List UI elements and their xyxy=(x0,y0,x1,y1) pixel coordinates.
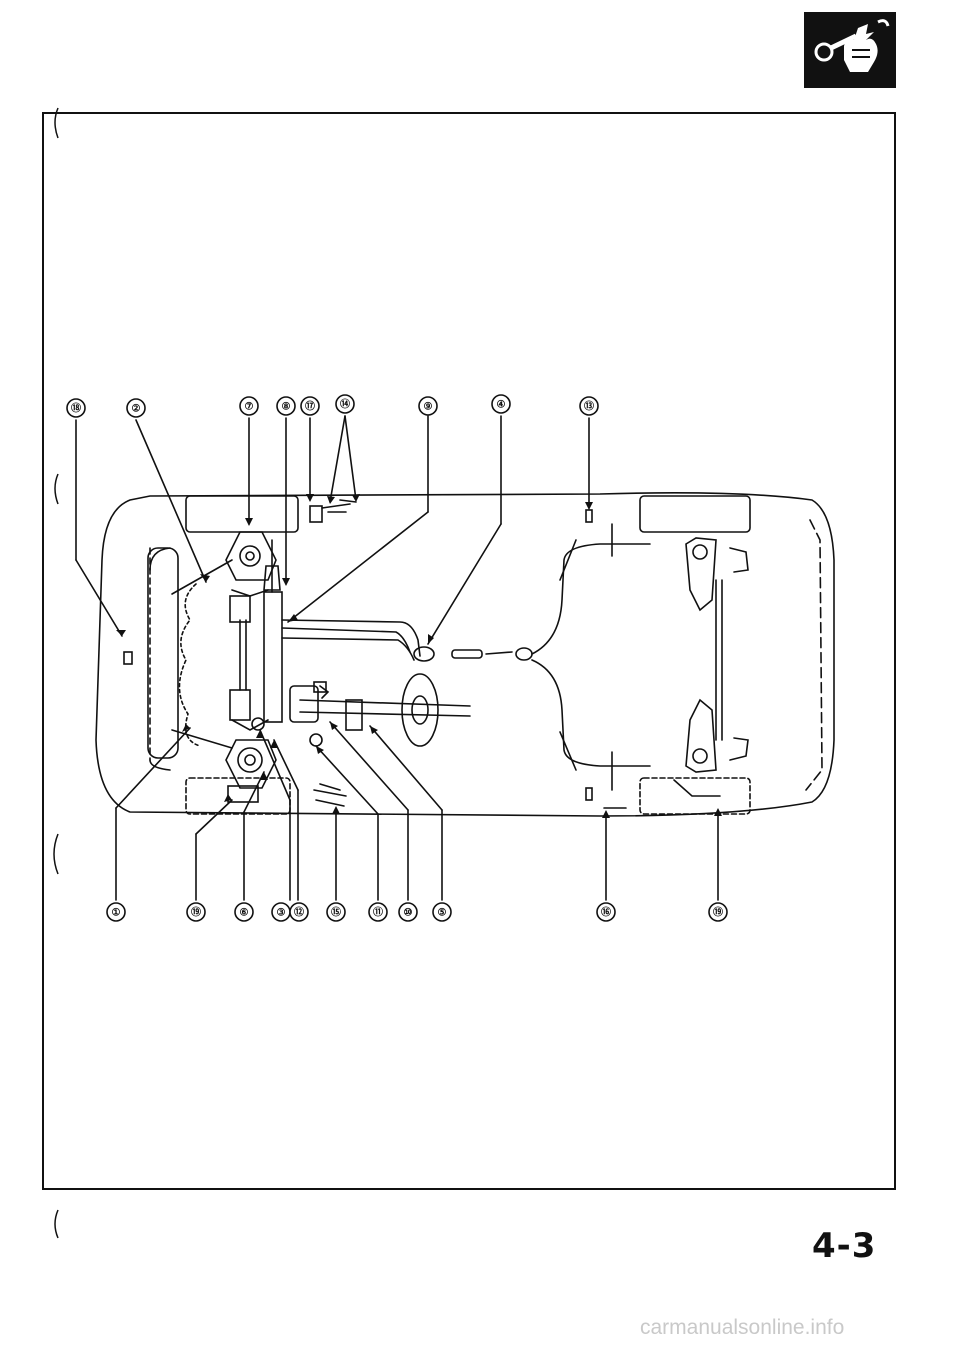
callout-9: ⑨ xyxy=(424,402,433,413)
front-left-wheel xyxy=(185,777,291,815)
callout-15: ⑮ xyxy=(331,906,341,919)
callout-18-top: ⑱ xyxy=(71,402,81,415)
watermark: carmanualsonline.info xyxy=(640,1316,845,1339)
rear-left-wheel xyxy=(639,777,751,815)
page-number: 4-3 xyxy=(812,1226,877,1266)
callout-3: ③ xyxy=(277,908,286,919)
callout-1: ① xyxy=(112,908,121,919)
callout-7: ⑦ xyxy=(245,402,254,413)
car-body-outline xyxy=(95,492,835,817)
page-frame xyxy=(42,112,896,1190)
callout-19-right: ⑲ xyxy=(713,906,723,919)
callout-14: ⑭ xyxy=(340,398,350,411)
callout-4: ④ xyxy=(497,400,506,411)
callout-11: ⑪ xyxy=(373,906,383,919)
callout-6: ⑥ xyxy=(240,908,249,919)
callout-19-left: ⑲ xyxy=(191,906,201,919)
rear-right-wheel xyxy=(639,495,751,533)
badge-graphic xyxy=(814,19,890,72)
callout-5: ⑤ xyxy=(438,908,447,919)
steering-wheel xyxy=(401,673,439,747)
callout-12: ⑫ xyxy=(294,906,304,919)
callout-10: ⑩ xyxy=(404,908,413,919)
arrowheads xyxy=(116,494,722,818)
callout-16: ⑯ xyxy=(601,906,611,919)
callout-2: ② xyxy=(132,404,141,415)
callout-17: ⑰ xyxy=(305,400,315,413)
callout-13: ⑬ xyxy=(584,400,594,413)
tool-in-hand-icon xyxy=(804,12,896,88)
callout-8: ⑧ xyxy=(282,402,291,413)
